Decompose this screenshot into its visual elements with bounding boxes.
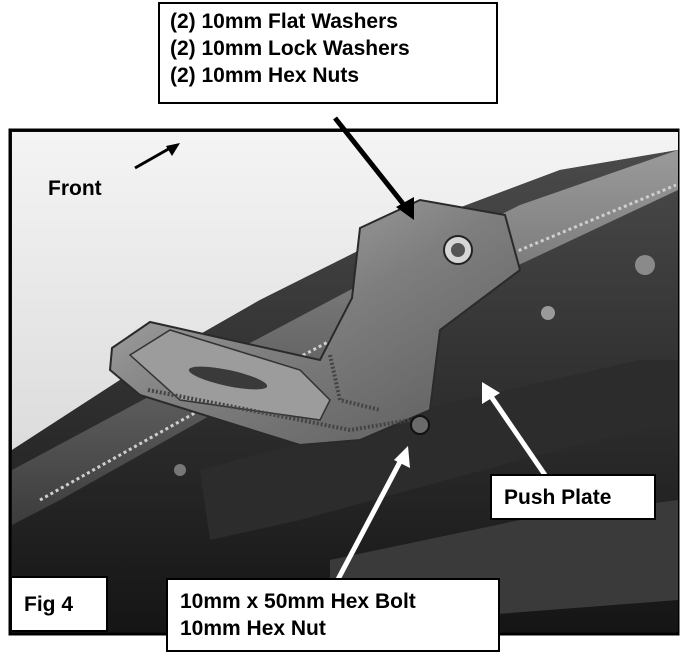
frame-bolt: [541, 306, 555, 320]
crossmember: [200, 360, 678, 540]
fig-label: Fig 4: [10, 576, 108, 632]
front-arrow-head: [166, 143, 180, 156]
callout-line: (2) 10mm Hex Nuts: [170, 64, 360, 87]
hex-bolt: [410, 415, 430, 435]
bracket-weld: [147, 388, 411, 433]
hardware-bottom-arrow: [332, 456, 405, 587]
weld-bead: [39, 183, 677, 502]
frame-bolt: [635, 255, 655, 275]
callout-line: (2) 10mm Flat Washers: [170, 10, 398, 33]
vehicle-body: [12, 132, 678, 450]
fig-number: Fig 4: [24, 593, 74, 616]
callout-line: Push Plate: [504, 486, 612, 509]
bracket-weld: [328, 354, 381, 412]
front-label: Front: [48, 177, 102, 200]
callout-line: 10mm Hex Nut: [180, 617, 326, 640]
bracket-slot: [188, 366, 268, 390]
hardware-bottom-callout: 10mm x 50mm Hex Bolt 10mm Hex Nut: [166, 578, 500, 652]
front-arrow: [134, 145, 173, 170]
callout-line: (2) 10mm Lock Washers: [170, 37, 410, 60]
hardware-top-arrow-head: [396, 197, 414, 220]
push-plate-arrow: [485, 390, 548, 477]
push-plate-arrow-head: [482, 382, 500, 404]
hardware-top-callout: (2) 10mm Flat Washers (2) 10mm Lock Wash…: [158, 2, 498, 104]
hardware-top-arrow: [333, 116, 410, 212]
callout-line: 10mm x 50mm Hex Bolt: [180, 590, 416, 613]
hex-nut: [451, 243, 465, 257]
push-plate-callout: Push Plate: [490, 474, 656, 520]
hardware-bottom-arrow-head: [394, 446, 410, 468]
frame-bolt: [174, 464, 186, 476]
